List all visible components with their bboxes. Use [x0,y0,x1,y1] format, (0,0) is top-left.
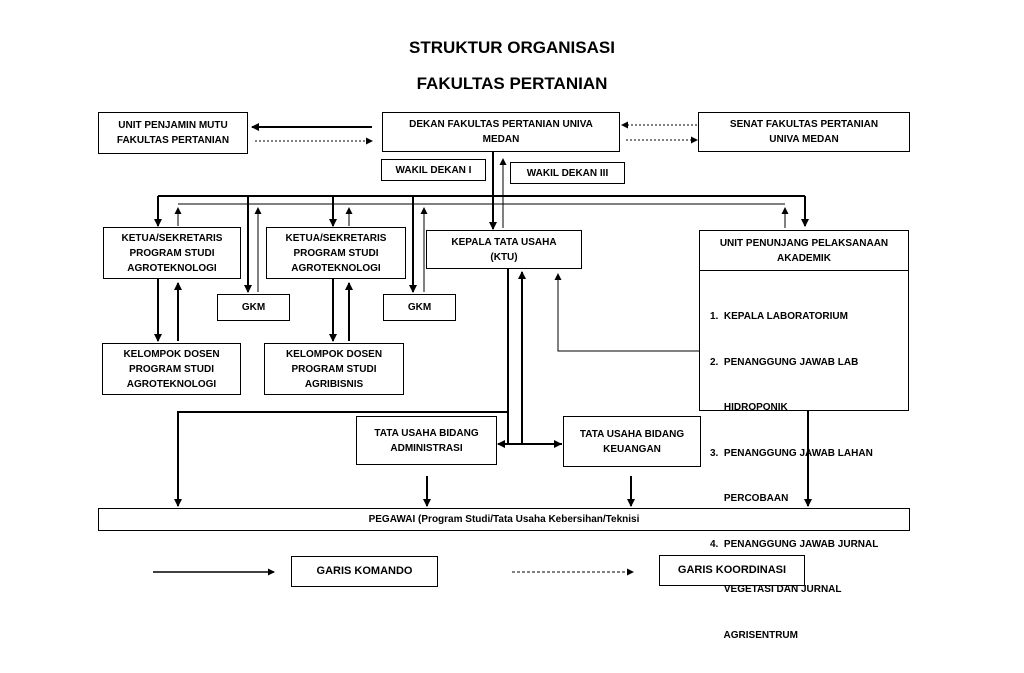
tu-admin-line1: TATA USAHA BIDANG [374,427,479,439]
ketua-prodi-agroteknologi-box-1: KETUA/SEKRETARIS PROGRAM STUDI AGROTEKNO… [103,227,241,279]
dekan-line2: MEDAN [482,134,520,145]
upk-item: 4. PENANGGUNG JAWAB JURNAL [710,538,879,550]
ktu-line1: KEPALA TATA USAHA [451,236,557,248]
org-chart-subtitle: FAKULTAS PERTANIAN [416,74,608,93]
org-chart-title: STRUKTUR ORGANISASI [409,38,615,57]
dosen-agrotek-line3: AGROTEKNOLOGI [126,378,217,390]
gkm2-label: GKM [407,302,432,313]
dosen-agribis-line1: KELOMPOK DOSEN [285,348,383,360]
wakil-dekan-3-label: WAKIL DEKAN III [526,167,609,179]
upk-title-line2: AKADEMIK [777,253,831,264]
kepala-tata-usaha-box: KEPALA TATA USAHA (KTU) [426,230,582,269]
tata-usaha-administrasi-box: TATA USAHA BIDANG ADMINISTRASI [356,416,497,465]
wakil-dekan-1-box: WAKIL DEKAN I [381,159,486,181]
ketua1-line3: AGROTEKNOLOGI [127,262,217,274]
upk-item-list: 1. KEPALA LABORATORIUM 2. PENANGGUNG JAW… [700,271,908,673]
legend-koordinasi-label: GARIS KOORDINASI [677,564,787,576]
line-upk-to-ktu [554,273,700,352]
ktu-line2: (KTU) [490,251,518,263]
senat-box: SENAT FAKULTAS PERTANIAN UNIVA MEDAN [698,112,910,152]
legend-garis-koordinasi: GARIS KOORDINASI [659,555,805,586]
unit-penjamin-mutu-box: UNIT PENJAMIN MUTU FAKULTAS PERTANIAN [98,112,248,154]
ketua2-line3: AGROTEKNOLOGI [291,262,381,274]
ketua-prodi-agroteknologi-box-2: KETUA/SEKRETARIS PROGRAM STUDI AGROTEKNO… [266,227,406,279]
upk-title-line1: UNIT PENUNJANG PELAKSANAAN [719,238,889,249]
tata-usaha-keuangan-box: TATA USAHA BIDANG KEUANGAN [563,416,701,467]
wakil-dekan-1-label: WAKIL DEKAN I [395,164,472,176]
unit-penunjang-akademik-box: UNIT PENUNJANG PELAKSANAAN AKADEMIK 1. K… [699,230,909,641]
ketua2-line1: KETUA/SEKRETARIS [285,232,387,244]
upk-item: 2. PENANGGUNG JAWAB LAB [710,356,859,368]
dekan-line1: DEKAN FAKULTAS PERTANIAN UNIVA [409,119,593,130]
upk-item: VEGETASI DAN JURNAL [710,584,842,595]
tu-keu-line2: KEUANGAN [603,443,661,455]
tu-admin-line2: ADMINISTRASI [390,442,463,454]
wakil-dekan-3-box: WAKIL DEKAN III [510,162,625,184]
connector-lines [153,121,812,576]
legend-garis-komando: GARIS KOMANDO [291,556,438,587]
upk-item: PERCOBAAN [710,493,789,504]
dekan-box: DEKAN FAKULTAS PERTANIAN UNIVA MEDAN [382,112,620,152]
gkm1-label: GKM [241,302,266,313]
legend-komando-label: GARIS KOMANDO [316,565,413,577]
kelompok-dosen-agroteknologi-box: KELOMPOK DOSEN PROGRAM STUDI AGROTEKNOLO… [102,343,241,395]
upm-line1: UNIT PENJAMIN MUTU [118,120,228,131]
upk-item: 3. PENANGGUNG JAWAB LAHAN [710,447,873,459]
ketua1-line1: KETUA/SEKRETARIS [121,232,223,244]
upk-header: UNIT PENUNJANG PELAKSANAAN AKADEMIK [700,231,908,271]
senat-line2: UNIVA MEDAN [769,134,839,145]
ketua2-line2: PROGRAM STUDI [293,247,379,259]
gkm-box-2: GKM [383,294,456,321]
senat-line1: SENAT FAKULTAS PERTANIAN [729,119,879,130]
ketua1-line2: PROGRAM STUDI [129,247,215,259]
dosen-agrotek-line2: PROGRAM STUDI [129,363,214,375]
upm-line2: FAKULTAS PERTANIAN [116,135,230,146]
line-ktu-to-pegawai [174,411,508,507]
upk-item: HIDROPONIK [710,402,788,413]
dosen-agribis-line3: AGRIBISNIS [304,378,364,390]
upk-item: AGRISENTRUM [710,629,798,641]
tu-keu-line1: TATA USAHA BIDANG [579,428,685,440]
upk-item: 1. KEPALA LABORATORIUM [710,311,848,322]
dosen-agrotek-line1: KELOMPOK DOSEN [123,348,220,360]
dosen-agribis-line2: PROGRAM STUDI [291,363,377,375]
pegawai-label: PEGAWAI (Program Studi/Tata Usaha Kebers… [368,514,640,525]
pegawai-box: PEGAWAI (Program Studi/Tata Usaha Kebers… [98,508,910,531]
kelompok-dosen-agribisnis-box: KELOMPOK DOSEN PROGRAM STUDI AGRIBISNIS [264,343,404,395]
gkm-box-1: GKM [217,294,290,321]
